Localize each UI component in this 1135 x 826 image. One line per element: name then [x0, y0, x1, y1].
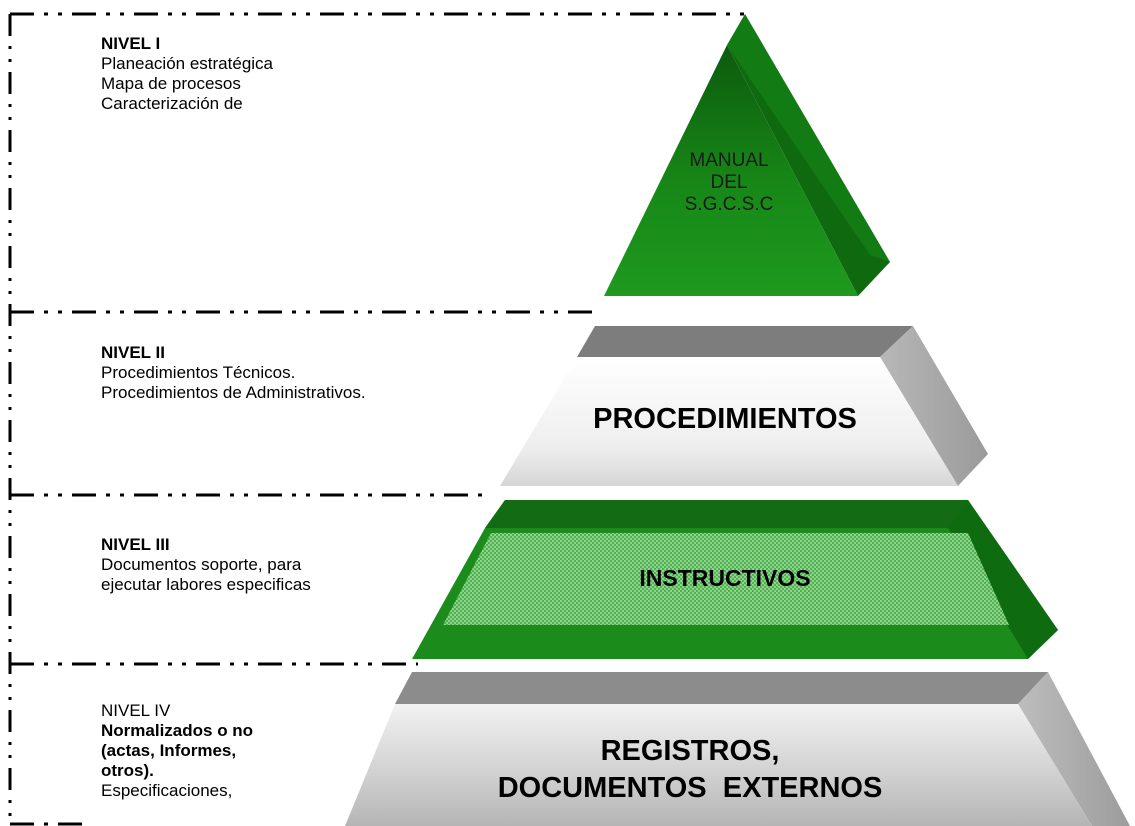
- level-2-line: Procedimientos Técnicos.: [101, 363, 296, 382]
- level-1-line: Caracterización de: [101, 94, 243, 113]
- tier2-label: PROCEDIMIENTOS: [560, 402, 890, 436]
- tier4-label-line: REGISTROS,: [600, 735, 780, 767]
- pyramid-tier-procedimientos: [500, 326, 988, 486]
- apex-label-line: S.G.C.S.C: [684, 194, 774, 215]
- level-1-description: NIVEL I Planeación estratégica Mapa de p…: [101, 34, 273, 114]
- tier3-label-text: INSTRUCTIVOS: [639, 565, 811, 591]
- apex-label: MANUAL DEL S.G.C.S.C: [664, 150, 794, 216]
- level-4-bold-line: (actas, Informes,: [101, 741, 237, 760]
- tier4-label: REGISTROS, DOCUMENTOS EXTERNOS: [440, 733, 940, 807]
- tier4-front-face: [345, 704, 1092, 826]
- level-4-bold-line: otros).: [101, 761, 154, 780]
- level-4-heading: NIVEL IV: [101, 701, 171, 720]
- level-3-line: Documentos soporte, para: [101, 555, 302, 574]
- tier3-inner-panel: [443, 533, 1009, 625]
- tier2-label-text: PROCEDIMIENTOS: [593, 403, 857, 435]
- level-1-line: Mapa de procesos: [101, 74, 241, 93]
- pyramid-apex: [604, 14, 890, 296]
- level-2-description: NIVEL II Procedimientos Técnicos. Proced…: [101, 343, 366, 403]
- level-1-heading: NIVEL I: [101, 34, 161, 53]
- tier3-label: INSTRUCTIVOS: [555, 564, 895, 592]
- pyramid-tier-instructivos: [412, 500, 1058, 659]
- tier4-top-face: [395, 672, 1048, 704]
- apex-front-face: [604, 45, 858, 296]
- tier2-front-face: [500, 357, 958, 486]
- level-boundaries: [8, 12, 745, 826]
- level-3-line: ejecutar labores especificas: [101, 575, 311, 594]
- tier2-side-face: [880, 326, 988, 486]
- level-4-description: NIVEL IV Normalizados o no (actas, Infor…: [101, 701, 253, 801]
- apex-side-face: [727, 14, 890, 296]
- level-3-heading: NIVEL III: [101, 535, 170, 554]
- level-4-line: Especificaciones,: [101, 781, 233, 800]
- pyramid-tier-registros: [345, 672, 1130, 826]
- tier3-top-bevel: [485, 500, 968, 528]
- tier4-label-line: DOCUMENTOS EXTERNOS: [497, 772, 883, 804]
- apex-label-line: DEL: [710, 172, 748, 193]
- tier3-side-bevel: [948, 500, 1058, 659]
- tier2-top-face: [577, 326, 913, 357]
- apex-label-line: MANUAL: [689, 150, 769, 171]
- tier4-side-face: [1018, 672, 1130, 826]
- level-2-line: Procedimientos de Administrativos.: [101, 383, 366, 402]
- level-4-bold-line: Normalizados o no: [101, 721, 254, 740]
- apex-top-edge: [727, 14, 890, 262]
- level-3-description: NIVEL III Documentos soporte, para ejecu…: [101, 535, 311, 595]
- level-2-heading: NIVEL II: [101, 343, 165, 362]
- level-1-line: Planeación estratégica: [101, 54, 274, 73]
